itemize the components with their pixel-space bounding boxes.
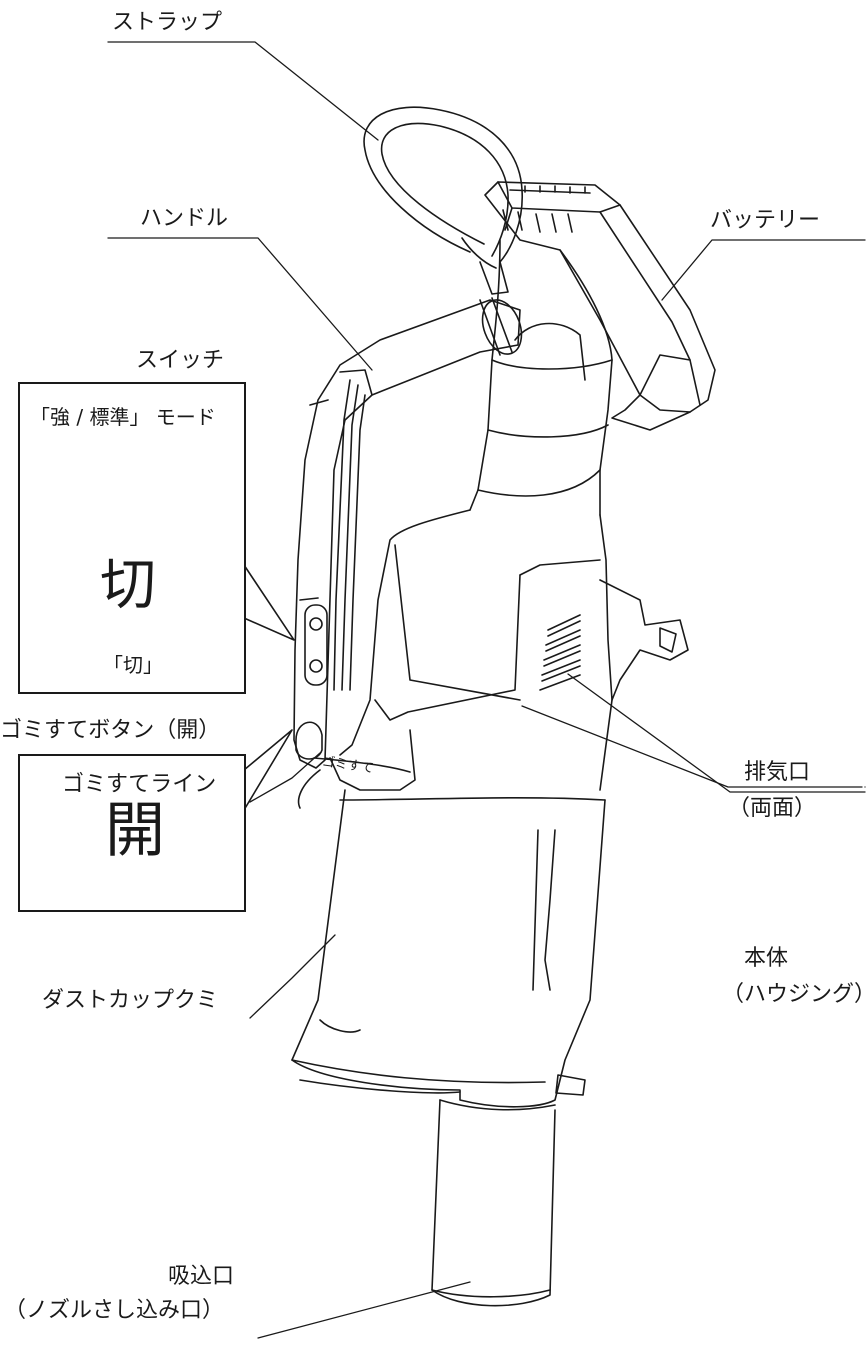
- label-exhaust-sub: （両面）: [728, 796, 817, 821]
- label-body-sub: （ハウジング）: [722, 982, 867, 1007]
- switch-callout: [18, 382, 246, 694]
- leader-intake: [257, 1281, 471, 1339]
- label-intake-sub: （ノズルさし込み口）: [4, 1298, 225, 1323]
- dustcup-shape: [291, 757, 606, 1108]
- switch-standard-label: 標準: [103, 509, 148, 534]
- label-mode: 「強 / 標準」 モード: [30, 405, 216, 429]
- leader-body-line: [521, 705, 863, 788]
- label-dust-cup: ダストカップクミ: [42, 988, 219, 1013]
- leader-dustline: [249, 752, 321, 803]
- label-dust-button: ゴミすてボタン（開）: [0, 718, 221, 743]
- switch-off-glyph: 切: [100, 553, 156, 618]
- dust-button-callout: [18, 754, 246, 912]
- intake-shape: [431, 1099, 556, 1307]
- callout-pointers: [243, 564, 295, 811]
- label-intake: 吸込口: [168, 1264, 235, 1289]
- leader-strap: [107, 41, 379, 141]
- battery-shape: [484, 181, 716, 431]
- leader-exhaust: [567, 673, 866, 793]
- label-dust-line: ゴミすてライン: [62, 772, 217, 797]
- label-switch: スイッチ: [136, 348, 225, 373]
- switch-strong-label: 強: [113, 469, 136, 494]
- label-strap: ストラップ: [112, 10, 223, 35]
- housing-shape: [329, 509, 689, 801]
- leader-lines: [107, 41, 866, 1339]
- label-battery: バッテリー: [710, 208, 821, 233]
- handle-shape: [293, 297, 523, 769]
- label-body: 本体: [744, 946, 789, 971]
- strap-shape: [363, 106, 523, 295]
- label-off-caption: 「切」: [103, 653, 163, 677]
- leader-battery: [661, 239, 866, 301]
- label-exhaust: 排気口: [744, 760, 811, 785]
- leader-dustcup: [249, 934, 336, 1019]
- label-handle: ハンドル: [140, 206, 229, 231]
- leader-handle: [107, 237, 373, 371]
- body-neck: [469, 239, 613, 516]
- open-button-glyph: 開: [105, 796, 165, 866]
